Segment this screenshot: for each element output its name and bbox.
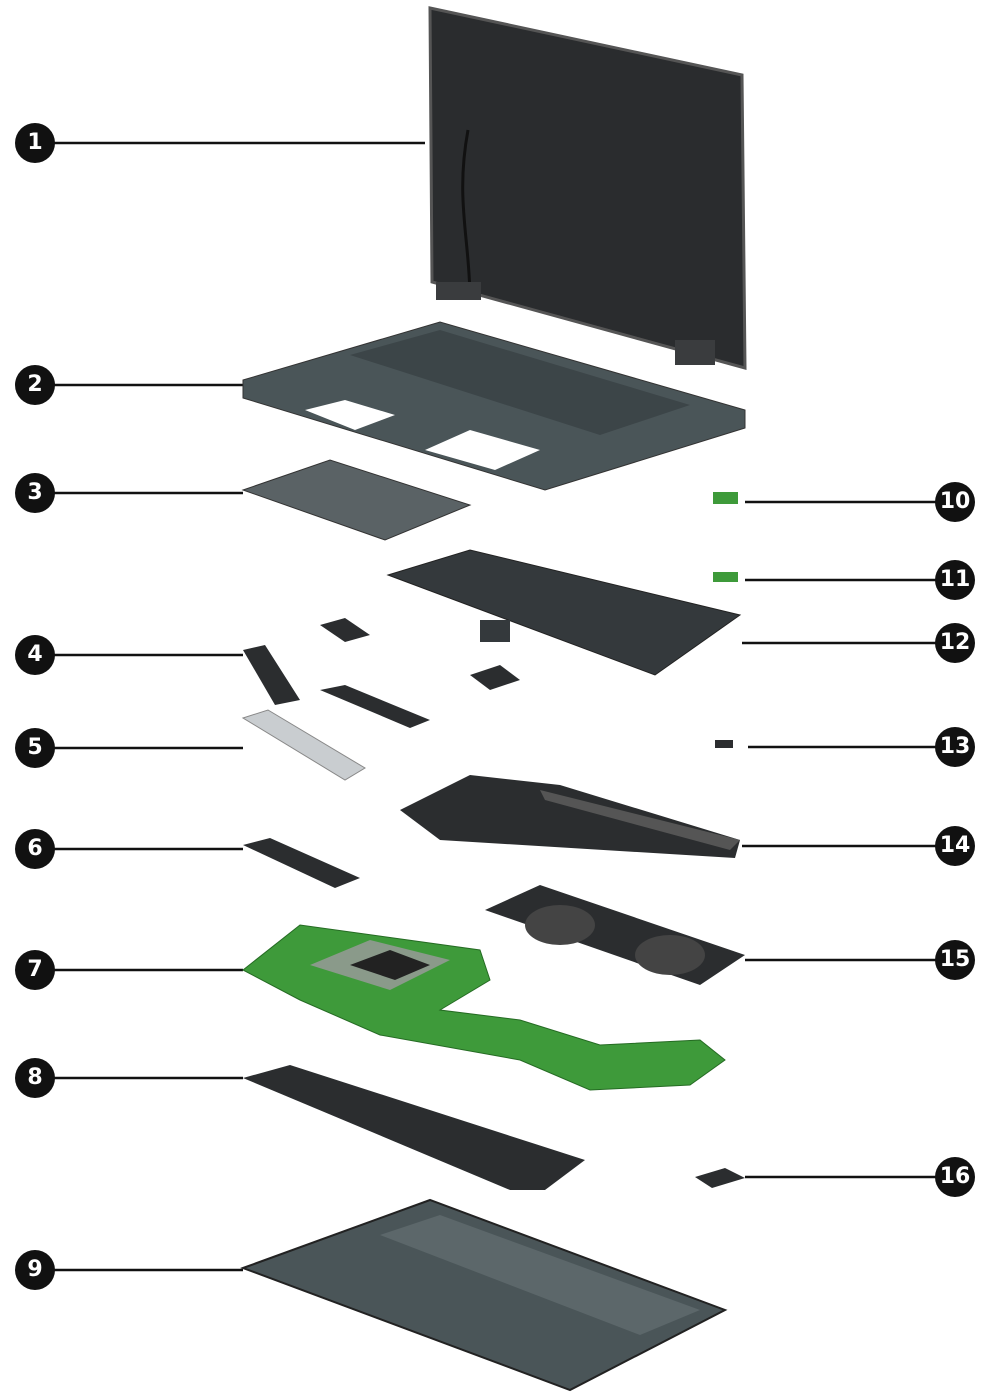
callout-12: 12 [935,623,975,663]
callout-15: 15 [935,940,975,980]
board-16 [695,1168,745,1188]
ssd [243,838,360,888]
board-11 [713,572,738,582]
palmrest [242,321,746,491]
callout-3: 3 [15,473,55,513]
callout-10: 10 [935,482,975,522]
callout-5: 5 [15,728,55,768]
small-boards [695,492,745,1188]
touchpad [241,459,472,541]
bottom-cover [240,1198,728,1392]
display-assembly [428,6,747,370]
speakers [243,618,520,728]
callout-16: 16 [935,1157,975,1197]
battery [243,1065,585,1190]
callout-7: 7 [15,950,55,990]
keyboard [386,549,742,676]
board-10 [713,492,738,504]
bracket [241,709,366,781]
fans [485,885,745,985]
heat-sink [400,775,740,858]
callout-11: 11 [935,560,975,600]
callout-14: 14 [935,826,975,866]
callout-13: 13 [935,727,975,767]
callout-8: 8 [15,1058,55,1098]
board-13 [715,740,733,748]
callout-9: 9 [15,1250,55,1290]
leader-lines [40,141,950,1272]
system-board [242,924,726,1091]
callout-2: 2 [15,365,55,405]
callout-1: 1 [15,123,55,163]
callout-6: 6 [15,829,55,869]
callout-4: 4 [15,635,55,675]
